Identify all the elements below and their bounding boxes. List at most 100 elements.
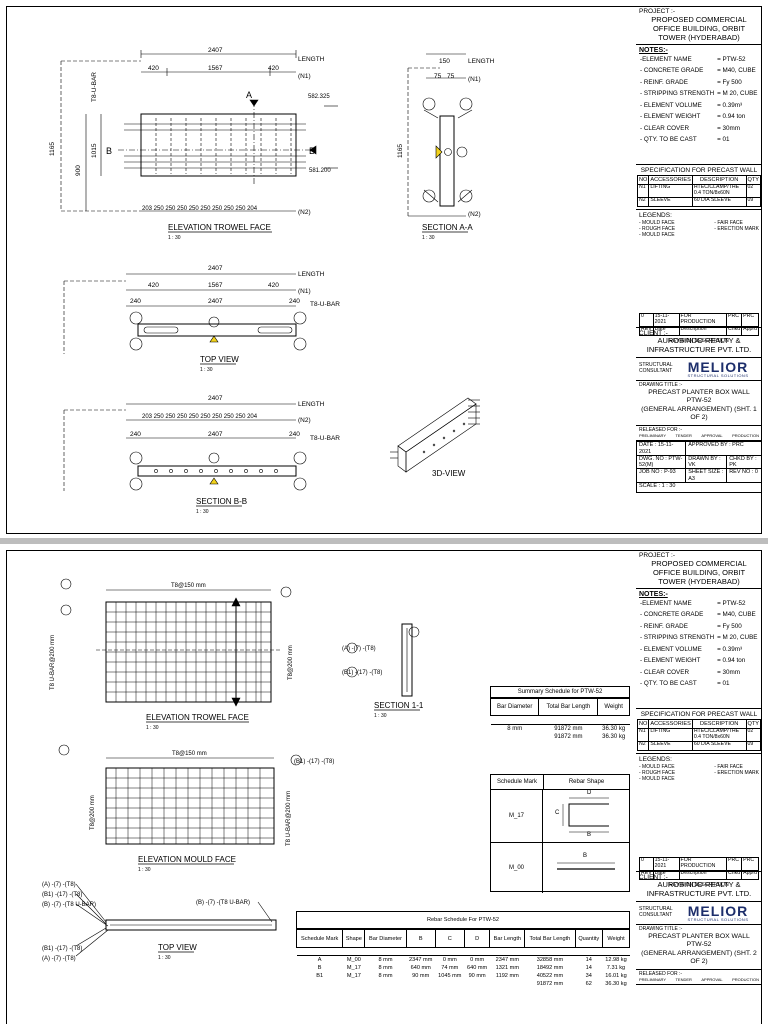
job-label: JOB NO : xyxy=(639,469,663,476)
bb-t8u: T8-U-BAR xyxy=(310,435,340,442)
legend-fair-face: - FAIR FACE xyxy=(714,764,743,771)
secaa-n1: (N1) xyxy=(468,76,481,83)
rebar-cell: 90 mm xyxy=(468,973,486,979)
rebar-cell: 18492 mm xyxy=(536,965,564,971)
rebar-cell xyxy=(435,980,464,988)
note-key: - ELEMENT VOLUME xyxy=(640,101,702,109)
revision-description: REVISION DESCRIPTION xyxy=(669,881,729,888)
date-value: 15-11-2021 xyxy=(639,442,674,455)
note-key: - ELEMENT WEIGHT xyxy=(640,113,701,121)
released-option: PRELIMINARY xyxy=(639,976,667,982)
drawing-title-line: PTW-52 xyxy=(686,397,712,405)
notes-title: NOTES:- xyxy=(639,47,668,55)
rebar-cell: 8 mm xyxy=(378,957,393,963)
note-value: = PTW-52 xyxy=(717,55,746,63)
top-dim-2407: 2407 xyxy=(208,265,223,272)
rebar-cell: 8 mm xyxy=(378,965,393,971)
top2-b1-label-bottom: (B1) -(17) -(T8) xyxy=(42,946,82,952)
sheet-frame xyxy=(6,6,762,534)
chkd-label: CHKD BY : xyxy=(729,455,757,462)
rebar-cell: 1321 mm xyxy=(495,965,519,971)
rebar-cell: 640 mm xyxy=(467,965,488,971)
top2-b-label: (B) -(7) -(T8 U-BAR) xyxy=(42,902,96,908)
note-key: -ELEMENT NAME xyxy=(640,55,692,63)
top-view-title: TOP VIEW xyxy=(200,355,239,364)
legend-mould-face: - MOULD FACE xyxy=(639,220,675,227)
note-key: -ELEMENT NAME xyxy=(640,599,692,607)
spec-cell: 09 xyxy=(745,740,761,751)
note-key: - STRIPPING STRENGTH xyxy=(640,90,715,98)
rev-cell: 15-11-2021 xyxy=(652,312,680,327)
mould-title: ELEVATION MOULD FACE xyxy=(138,855,236,864)
note-value: = M40, CUBE xyxy=(717,611,756,619)
project-label: PROJECT :- xyxy=(639,8,675,15)
rebar-header: Bar Diameter xyxy=(364,929,407,948)
note-value: = Fy 500 xyxy=(717,78,742,86)
revision-description: REVISION DESCRIPTION xyxy=(669,337,729,344)
section-aa-scale: 1 : 30 xyxy=(422,235,435,241)
dim-2407-elev: 2407 xyxy=(208,47,223,54)
legend-fair-face: - FAIR FACE xyxy=(714,220,743,227)
rebar-cell xyxy=(406,980,435,988)
rebar-cell: 1045 mm xyxy=(438,973,462,979)
top-length: LENGTH xyxy=(298,271,325,278)
shape-header: Schedule Mark xyxy=(491,775,544,789)
released-option: APPROVAL xyxy=(701,432,723,438)
rebar-cell: M_17 xyxy=(346,973,361,979)
summary-schedule: Summary Schedule for PTW-52 Bar Diameter… xyxy=(489,686,630,741)
note-value: = M 20, CUBE xyxy=(717,634,758,642)
mould-b1-label: (B1) -(17) -(T8) xyxy=(294,759,334,765)
rev-cell: FOR PRODUCTION xyxy=(678,312,728,327)
approved-label: APPROVED BY : xyxy=(688,442,731,449)
secaa-dim-150: 150 xyxy=(439,58,450,65)
rev-cell: 0 xyxy=(639,856,654,871)
notes-title: NOTES:- xyxy=(639,591,668,599)
rev-cell: PRC xyxy=(741,312,759,327)
section-aa-view xyxy=(407,53,473,217)
top2-scale: 1 : 30 xyxy=(158,955,171,961)
client-label: CLIENT :- xyxy=(639,873,668,881)
spec-cell: N2 xyxy=(636,740,650,751)
spec-header: DESCRIPTION xyxy=(691,174,747,185)
sec11-scale: 1 : 30 xyxy=(374,713,387,719)
spec-header: QTY xyxy=(745,718,761,729)
rev-head: Description xyxy=(678,869,728,880)
shape-mark: M_17 xyxy=(491,790,543,842)
top-n1: (N1) xyxy=(298,288,311,295)
drawing-title-label: DRAWING TITLE :- xyxy=(639,926,683,933)
dim-1165: 1165 xyxy=(49,142,56,156)
mould-t8-200: T8@200 mm xyxy=(90,795,96,830)
released-option: TENDER xyxy=(675,432,692,438)
dwg-label: DWG. NO : xyxy=(639,455,667,462)
rebar-cell: A xyxy=(317,957,322,963)
sheet-size-value: A3 xyxy=(688,475,695,482)
spec-cell: SLEEVE xyxy=(648,740,693,751)
rev-head: Chkd xyxy=(726,869,743,880)
rebar-cell: 91872 mm xyxy=(536,981,564,987)
spec-cell: N1 xyxy=(636,727,650,742)
chkd-value: PK xyxy=(729,462,737,469)
spec-title: SPECIFICATION FOR PRECAST WALL xyxy=(640,167,758,175)
drawing-sheet-2: T8@150 mm T8@200 mm T8 U-BAR@200 mm ELEV… xyxy=(0,544,768,1024)
note-key: - CONCRETE GRADE xyxy=(640,611,704,619)
rebar-cell: 40522 mm xyxy=(536,973,564,979)
legend-rough-face: - ROUGH FACE xyxy=(639,226,676,233)
legend-mould-face-2: - MOULD FACE xyxy=(639,775,675,782)
spec-cell: 60 DIA SLEEVE xyxy=(691,740,747,751)
client-name: AUROBINDO REALTY & INFRASTRUCTURE PVT. L… xyxy=(646,336,752,354)
title-block-2: PROJECT :- PROPOSED COMMERCIAL OFFICE BU… xyxy=(636,550,762,986)
elev2-scale: 1 : 30 xyxy=(146,725,159,731)
t8-u-bar-vertical: T8-U-BAR xyxy=(91,72,98,102)
sec11-a-label: (A) -(7) -(T8) xyxy=(342,646,376,652)
company-logo: MELIOR xyxy=(687,902,749,919)
rebar-cell: 74 mm xyxy=(441,965,459,971)
rebar-cell xyxy=(464,980,490,988)
rev-cell: 0 xyxy=(639,312,654,327)
sheet-size-label: SHEET SIZE : xyxy=(688,469,724,476)
note-value: = 0.94 ton xyxy=(717,113,746,121)
top2-title: TOP VIEW xyxy=(158,943,197,952)
rebar-cell: 2347 mm xyxy=(409,957,433,963)
section-11-view xyxy=(346,623,420,697)
rebar-cell: 14 xyxy=(585,965,592,971)
summary-header: Total Bar Length xyxy=(538,698,599,716)
